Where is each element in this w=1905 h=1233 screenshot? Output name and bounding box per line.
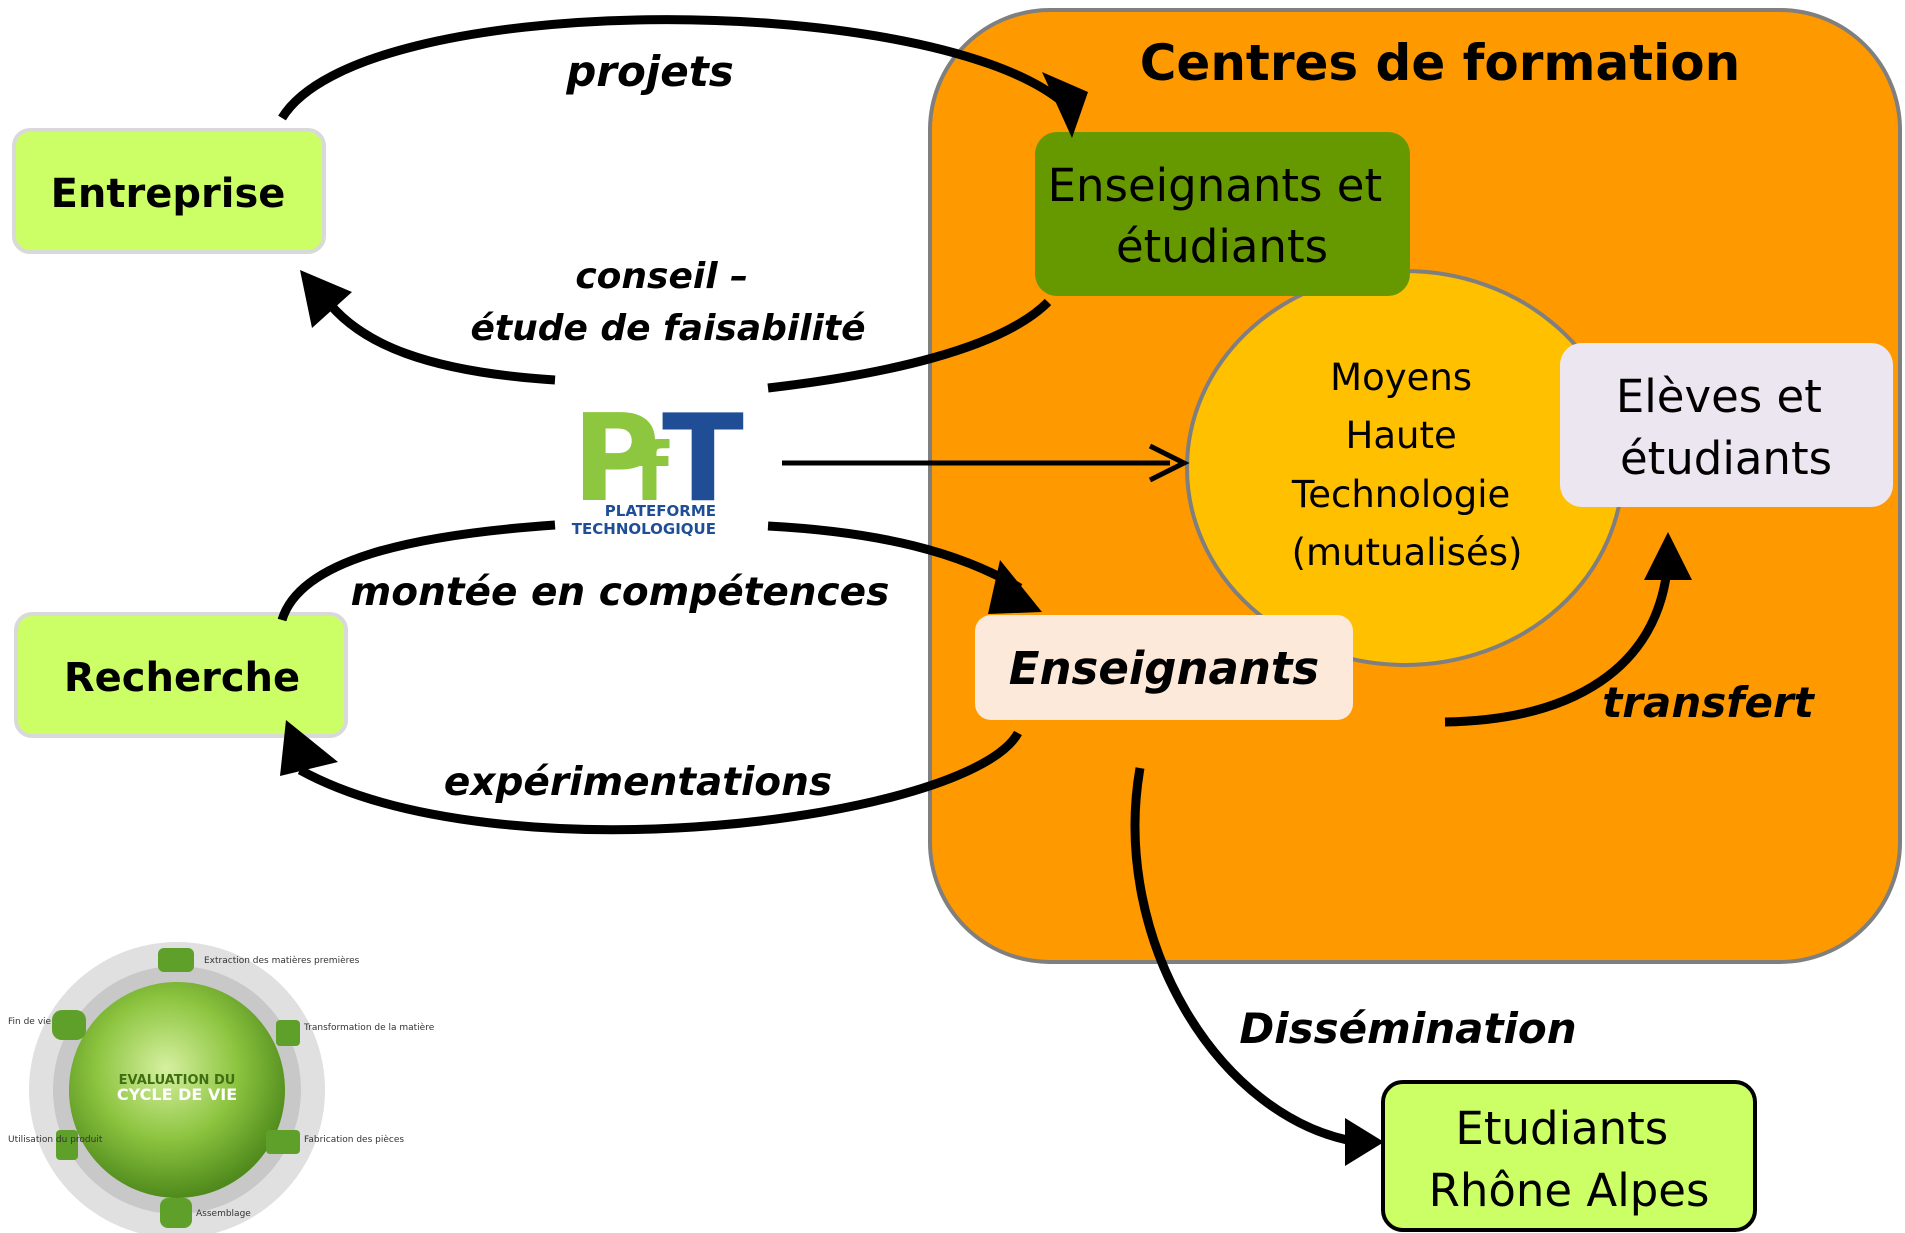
moyens-label: Moyens Haute Technologie (mutualisés) bbox=[1291, 356, 1523, 574]
centres-title: Centres de formation bbox=[1140, 34, 1741, 92]
pft-logo-letter-t: T bbox=[662, 390, 744, 529]
entreprise-label: Entreprise bbox=[51, 171, 286, 217]
arrowhead-dissemination bbox=[1345, 1118, 1384, 1166]
label-dissemination: Dissémination bbox=[1239, 1004, 1576, 1053]
enseignants-box[interactable] bbox=[975, 615, 1353, 720]
arrow-experimentations bbox=[297, 730, 1022, 835]
arrowhead-projets bbox=[1042, 72, 1088, 138]
etudiants-rhone-alpes-box[interactable] bbox=[1381, 1080, 1757, 1232]
lifecycle-step-1: Extraction des matières premières bbox=[204, 955, 360, 966]
pft-logo-letter-p: P bbox=[572, 390, 660, 529]
factory-icon bbox=[276, 1020, 300, 1046]
phone-icon bbox=[56, 1130, 78, 1160]
lifecycle-title-2: CYCLE DE VIE bbox=[117, 1085, 237, 1104]
recherche-box[interactable] bbox=[14, 612, 348, 738]
enseignants-etudiants-label: Enseignants et étudiants bbox=[1048, 159, 1397, 273]
pft-logo: P f T PLATEFORME TECHNOLOGIQUE bbox=[560, 390, 765, 538]
lifecycle-step-4: Assemblage bbox=[196, 1209, 251, 1219]
lifecycle-step-3: Fabrication des pièces bbox=[304, 1134, 404, 1145]
label-experimentations: expérimentations bbox=[444, 760, 832, 805]
recycle-icon bbox=[52, 1010, 86, 1040]
arrowhead-pft-moyens bbox=[1148, 443, 1190, 483]
recherche-label: Recherche bbox=[64, 655, 300, 701]
arrow-montee-right bbox=[767, 521, 1023, 592]
arrowhead-montee bbox=[988, 560, 1042, 614]
etudiants-rhone-alpes-label: Etudiants Rhône Alpes bbox=[1429, 1102, 1710, 1217]
parts-icon bbox=[266, 1130, 300, 1154]
label-conseil: conseil – étude de faisabilité bbox=[470, 256, 865, 349]
lifecycle-step-5: Utilisation du produit bbox=[8, 1135, 103, 1145]
tree-icon bbox=[158, 948, 194, 972]
lifecycle-image: EVALUATION DU CYCLE DE VIE Extraction de… bbox=[8, 942, 435, 1233]
pft-logo-line1: PLATEFORME bbox=[605, 502, 716, 520]
arrow-dissemination bbox=[1130, 767, 1359, 1147]
arrowhead-conseil bbox=[300, 270, 352, 328]
eleves-etudiants-box[interactable] bbox=[1560, 343, 1893, 507]
arrow-conseil-left bbox=[321, 295, 556, 385]
arrow-montee-left bbox=[277, 520, 556, 622]
label-projets: projets bbox=[565, 47, 734, 96]
moyens-circle bbox=[1185, 269, 1625, 667]
lifecycle-step-6: Fin de vie bbox=[8, 1017, 52, 1027]
arrow-conseil-right bbox=[767, 298, 1052, 393]
label-transfert: transfert bbox=[1602, 678, 1816, 727]
puzzle-icon bbox=[160, 1198, 192, 1228]
lifecycle-globe bbox=[69, 982, 285, 1198]
enseignants-etudiants-box[interactable] bbox=[1035, 132, 1410, 296]
arrowhead-transfert bbox=[1644, 532, 1692, 580]
arrow-projets bbox=[278, 15, 1063, 121]
pft-logo-line2: TECHNOLOGIQUE bbox=[572, 520, 716, 538]
lifecycle-step-2: Transformation de la matière bbox=[303, 1022, 435, 1033]
entreprise-box[interactable] bbox=[12, 128, 326, 254]
pft-logo-letter-f: f bbox=[634, 426, 670, 519]
enseignants-label: Enseignants bbox=[1009, 642, 1319, 695]
arrow-transfert bbox=[1444, 559, 1673, 727]
lifecycle-title-1: EVALUATION DU bbox=[119, 1073, 236, 1088]
eleves-etudiants-label: Elèves et étudiants bbox=[1616, 370, 1836, 485]
label-montee: montée en compétences bbox=[351, 570, 890, 615]
arrowhead-experimentations bbox=[280, 720, 338, 776]
